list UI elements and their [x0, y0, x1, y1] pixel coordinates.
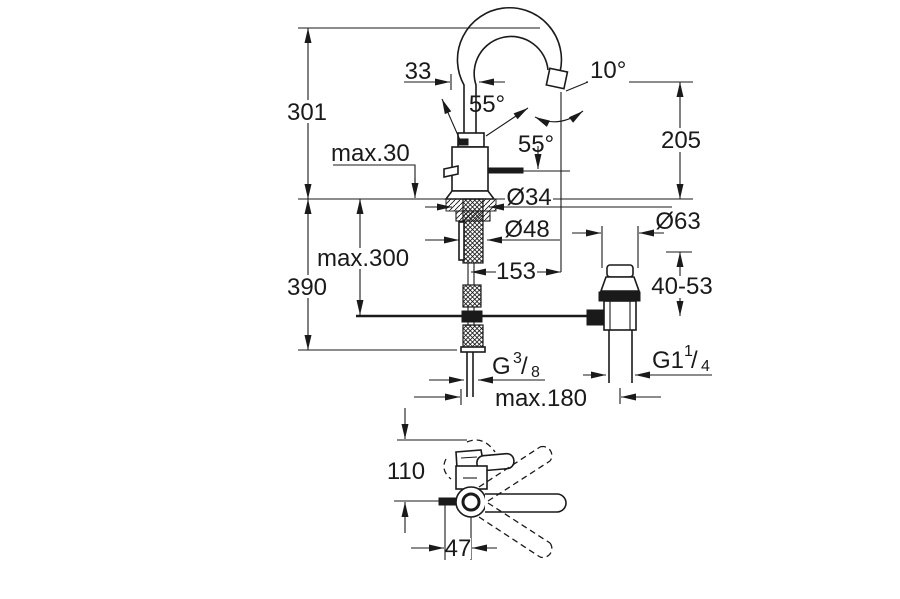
dim-spout-projection: 153 — [496, 258, 536, 285]
dim-below-deck: 390 — [287, 274, 327, 301]
front-view — [298, 6, 712, 405]
dim-swivel-depth: 110 — [387, 458, 425, 485]
threaded-section-3 — [462, 324, 484, 349]
counter-hatch-right — [482, 198, 497, 212]
label-backgrounds — [285, 100, 716, 559]
spout-inner-curve — [473, 35, 549, 133]
side-tab — [443, 165, 459, 178]
g38-numerator: 3 — [513, 350, 522, 367]
waste-flange — [599, 276, 641, 292]
dimensions-top-view — [394, 408, 497, 560]
dim-lever-angle-side: 55° — [518, 131, 554, 158]
angle-arc-10deg — [534, 110, 584, 127]
dim-waste-deck-range: 40-53 — [651, 273, 712, 300]
swivel-ring — [455, 486, 487, 518]
threaded-section-2 — [462, 284, 482, 308]
threaded-shank — [462, 198, 484, 264]
counter-hatch-left — [445, 198, 464, 212]
cartridge-cap-line — [460, 456, 478, 459]
g38-denominator: 8 — [531, 364, 540, 381]
faucet-body — [443, 132, 570, 200]
dim-max-offset: max.180 — [495, 385, 587, 412]
dim-base-diameter: Ø48 — [504, 216, 549, 243]
cartridge-detail — [458, 138, 469, 146]
dim-max-deck-thickness: max.30 — [331, 140, 410, 167]
dim-outlet-angle: 10° — [590, 57, 626, 84]
angle-line-55-left — [441, 98, 461, 141]
dim-shank-diameter: Ø34 — [506, 184, 551, 211]
dim-overall-height: 301 — [287, 99, 327, 126]
spout-outer-curve — [456, 6, 563, 133]
pop-up-waste — [586, 264, 641, 383]
waste-body — [603, 300, 637, 331]
dim-lever-angle-top: 55° — [469, 91, 505, 118]
rod-coupling — [461, 310, 483, 323]
g114-denominator: 4 — [701, 358, 710, 375]
base-escutcheon — [444, 190, 496, 200]
g114-numerator: 1 — [684, 343, 693, 360]
waste-seal — [598, 291, 641, 302]
dim-waste-flange-diameter: Ø63 — [655, 208, 700, 235]
handle-swing-arc-top — [466, 439, 496, 453]
spout-swivel-down-position — [478, 502, 553, 559]
shank-washer — [458, 221, 465, 261]
dim-supply-thread-g38: G 3 / 8 — [492, 350, 540, 381]
mousseur — [545, 67, 569, 90]
dim-max-hose-depth: max.300 — [317, 245, 409, 272]
g114-slash: / — [691, 347, 698, 374]
angle-line-55-right — [485, 107, 529, 137]
g38-slash: / — [521, 353, 528, 380]
waste-knob — [606, 264, 634, 278]
dim-outlet-height: 205 — [661, 127, 701, 154]
top-view-faucet — [438, 439, 567, 559]
spout-tube-section — [461, 492, 481, 512]
top-view — [394, 408, 567, 560]
g38-prefix: G — [492, 353, 511, 380]
dim-waste-thread-g114: G1 1 / 4 — [652, 343, 710, 375]
dim-center-offset: 47 — [445, 535, 472, 562]
dim-leader-max30 — [333, 164, 416, 196]
spout — [456, 6, 569, 133]
g114-prefix: G1 — [652, 347, 684, 374]
handle-swing-arc-left — [443, 458, 452, 480]
spout-top-view — [485, 493, 567, 513]
dim-spout-offset: 33 — [405, 58, 432, 85]
rod-inlet — [586, 309, 605, 326]
leader-10deg — [565, 81, 589, 92]
labels: 301 max.30 33 55° 55° 10° 205 Ø34 Ø48 Ø6… — [287, 57, 713, 562]
lever-handle — [487, 167, 524, 174]
shank-end-cap — [460, 346, 486, 353]
mounting — [356, 198, 588, 397]
spout-swivel-up-position — [478, 445, 553, 502]
